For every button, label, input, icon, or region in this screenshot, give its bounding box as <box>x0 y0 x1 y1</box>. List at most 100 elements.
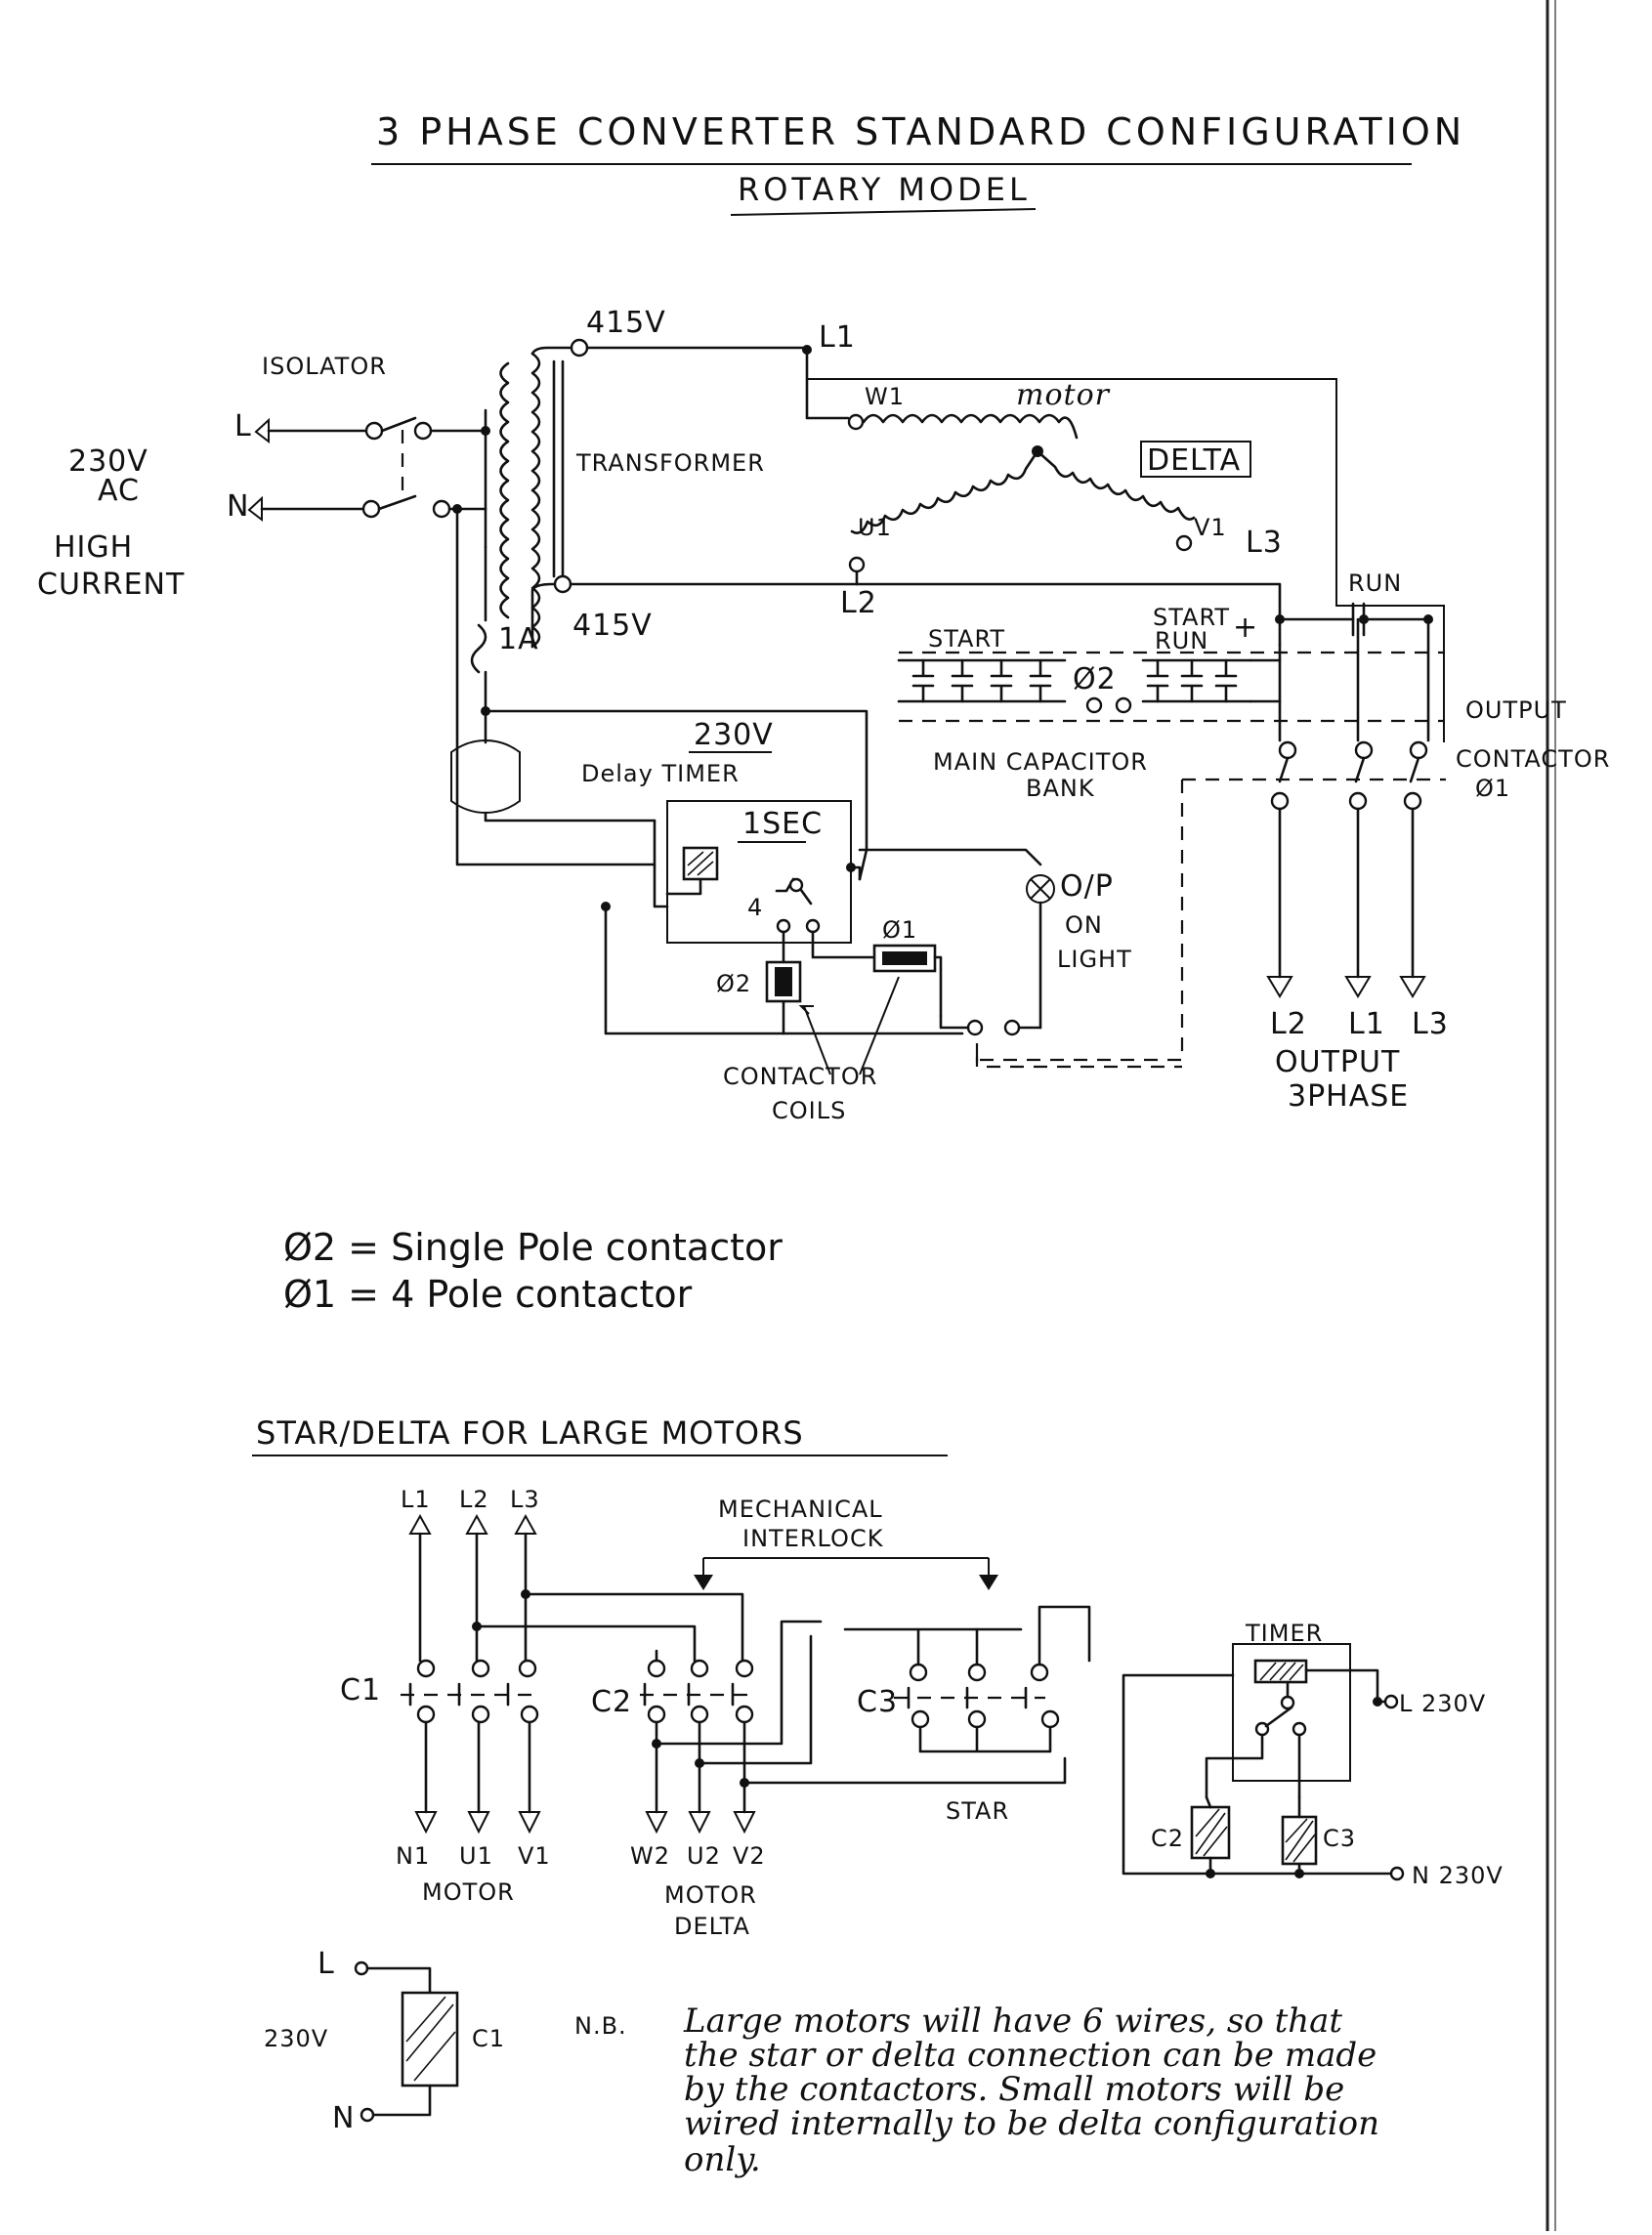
sd-neutral-wire <box>1122 1673 1393 1876</box>
interlock-head-l <box>694 1575 713 1590</box>
coil-c2-fill <box>775 967 792 996</box>
motor-u1-label: U1 <box>858 514 892 541</box>
star-delta-heading: STAR/DELTA FOR LARGE MOTORS <box>256 1414 804 1452</box>
supply-n-arrow <box>247 495 263 523</box>
coil-c1-fill <box>882 951 927 965</box>
timer-label: Delay TIMER <box>581 760 740 787</box>
c1-contact <box>518 1659 537 1678</box>
junction <box>652 1739 661 1749</box>
diagram-title: 3 PHASE CONVERTER STANDARD CONFIGURATION <box>376 110 1465 153</box>
coil-c2-label: Ø2 <box>716 970 751 997</box>
c1-out-arrow <box>518 1811 541 1834</box>
note-line-3: by the contactors. Small motors will be <box>684 2070 1344 2109</box>
c2-contact <box>735 1705 754 1724</box>
c1-coil-l-terminal <box>354 1961 369 1976</box>
cap-bank-label-2: BANK <box>1026 775 1095 802</box>
output-contact-bottom <box>1348 791 1368 811</box>
c2-contact <box>690 1659 709 1678</box>
motor-delta-label-2: DELTA <box>674 1913 750 1940</box>
cap-bank-wire <box>1249 658 1282 703</box>
lamp-label-1: O/P <box>1060 869 1114 904</box>
motor-enclosure <box>807 378 1337 567</box>
c3-supply <box>916 1605 1041 1666</box>
c1-supply-wires <box>418 1532 528 1663</box>
motor-l1-label: L1 <box>819 320 856 355</box>
motor-l2-label: L2 <box>840 586 877 620</box>
c3-contact <box>909 1663 928 1682</box>
sd-input-arrow <box>408 1513 432 1535</box>
isolator-switch-n <box>377 494 417 511</box>
c2-contact <box>647 1705 666 1724</box>
supply-high: HIGH <box>54 530 133 565</box>
c3-contact <box>967 1709 987 1729</box>
sd-c2-wire <box>1205 1733 1264 1799</box>
timer-cylinder <box>450 738 521 815</box>
note-line-2: the star or delta connection can be made <box>684 2036 1377 2075</box>
wire-l3-c2 <box>524 1592 744 1663</box>
wire-timer-in <box>653 819 669 908</box>
output-contactor-label-2: CONTACTOR <box>1456 745 1610 773</box>
c1-motor-wires <box>424 1720 531 1814</box>
output-contactor-label-1: OUTPUT <box>1465 696 1567 724</box>
motor-delta-label-1: MOTOR <box>664 1881 757 1909</box>
start-run-plus: + <box>1233 611 1258 645</box>
sd-n-terminal <box>1389 1866 1405 1881</box>
delta-term-u2: U2 <box>687 1842 721 1870</box>
c1-contact <box>471 1659 490 1678</box>
interlock-head-r <box>979 1575 998 1590</box>
delta-term-w2: W2 <box>630 1842 670 1870</box>
coil-terminal <box>966 1019 984 1036</box>
mech-interlock-2: INTERLOCK <box>742 1525 884 1552</box>
motor-terminal-u1 <box>848 556 866 573</box>
c2-contact <box>647 1659 666 1678</box>
junction <box>472 1622 482 1631</box>
wire-c2-c3 <box>698 1634 813 1765</box>
sd-l-terminal <box>1383 1694 1399 1709</box>
junction <box>1359 614 1369 624</box>
junction <box>521 1589 530 1599</box>
motor-w1-label: W1 <box>865 383 905 410</box>
wire-star-bus <box>742 1756 1067 1785</box>
note-line-1: Large motors will have 6 wires, so that <box>683 2002 1342 2041</box>
sd-input-l3: L3 <box>510 1486 540 1513</box>
wire-l2-bus <box>569 582 1282 647</box>
supply-n-label: N <box>227 489 249 524</box>
run-cap-label: RUN <box>1348 569 1402 597</box>
output-contact-bottom <box>1403 791 1422 811</box>
sd-n230-label: N 230V <box>1412 1862 1504 1889</box>
junction <box>1275 614 1285 624</box>
sd-input-l1: L1 <box>401 1486 431 1513</box>
sd-timer-contact <box>1280 1695 1295 1710</box>
transformer-output-terminal <box>553 574 572 594</box>
output-arrow-l1 <box>1344 976 1372 998</box>
output-arrow-l2 <box>1266 976 1293 998</box>
supply-l-arrow <box>254 417 270 444</box>
transformer-voltage-top: 415V <box>586 306 666 340</box>
isolator-terminal <box>364 421 384 441</box>
c3-contact <box>911 1709 930 1729</box>
note-line-4: wired internally to be delta configurati… <box>684 2104 1379 2143</box>
wire-coil-return <box>604 905 964 1035</box>
junction <box>740 1778 749 1788</box>
fuse-label: 1A <box>498 622 539 656</box>
motor-terminal-v1 <box>1175 534 1193 552</box>
c1-contact <box>416 1659 436 1678</box>
sd-input-arrow <box>514 1513 537 1535</box>
motor-term-u1: U1 <box>459 1842 493 1870</box>
output-contact-top <box>1409 740 1428 760</box>
sd-timer-label: TIMER <box>1245 1620 1323 1647</box>
c1-coil-name: C1 <box>472 2025 505 2052</box>
sd-timer-contact <box>1292 1721 1307 1737</box>
output-contact-bottom <box>1270 791 1290 811</box>
start-cap-label: START <box>928 625 1005 653</box>
wire-c2-c3 <box>655 1620 823 1746</box>
diagram-subtitle: ROTARY MODEL <box>738 171 1031 208</box>
output-terminal-l2: L2 <box>1270 1007 1307 1041</box>
lamp-cross <box>1030 878 1051 900</box>
c1-out-arrow <box>467 1811 490 1834</box>
junction <box>846 863 856 872</box>
sd-input-l2: L2 <box>459 1486 489 1513</box>
legend-line-1: Ø2 = Single Pole contactor <box>283 1226 783 1269</box>
lamp-label-3: LIGHT <box>1057 946 1132 973</box>
